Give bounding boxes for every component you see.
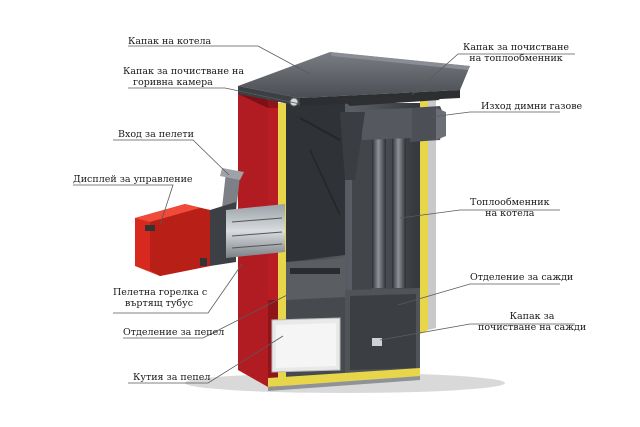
- exchanger-cleaning-lid: [340, 94, 440, 106]
- exchanger-tube-2: [392, 138, 406, 288]
- rotating-tube: [226, 204, 285, 258]
- label-pellet-inlet: Вход за пелети: [118, 129, 194, 140]
- label-flue-gas-outlet: Изход димни газове: [481, 101, 583, 112]
- label-soot-cleaning-lid: Капак за почистване на сажди: [478, 311, 587, 333]
- soot-cleaning-lid: [372, 338, 382, 346]
- label-boiler-lid: Капак на котела: [128, 36, 212, 47]
- label-combustion-cleaning-lid: Капак за почистване на горивна камера: [123, 66, 245, 88]
- leader-lines: [73, 45, 575, 384]
- exchanger-tube-1: [372, 138, 386, 288]
- boiler-top-lid: [238, 52, 470, 98]
- label-pellet-burner: Пелетна горелка с въртящ тубус: [113, 287, 208, 309]
- pellet-inlet-tube: [222, 172, 240, 212]
- label-ash-compartment: Отделение за пепел: [123, 327, 225, 338]
- label-soot-compartment: Отделение за сажди: [470, 272, 574, 283]
- label-ash-box: Кутия за пепел: [133, 372, 211, 383]
- label-control-display: Дисплей за управление: [73, 174, 193, 185]
- label-heat-exchanger: Топлообменник на котела: [470, 197, 550, 219]
- label-exchanger-cleaning-lid: Капак за почистване на топлообменник: [463, 42, 570, 64]
